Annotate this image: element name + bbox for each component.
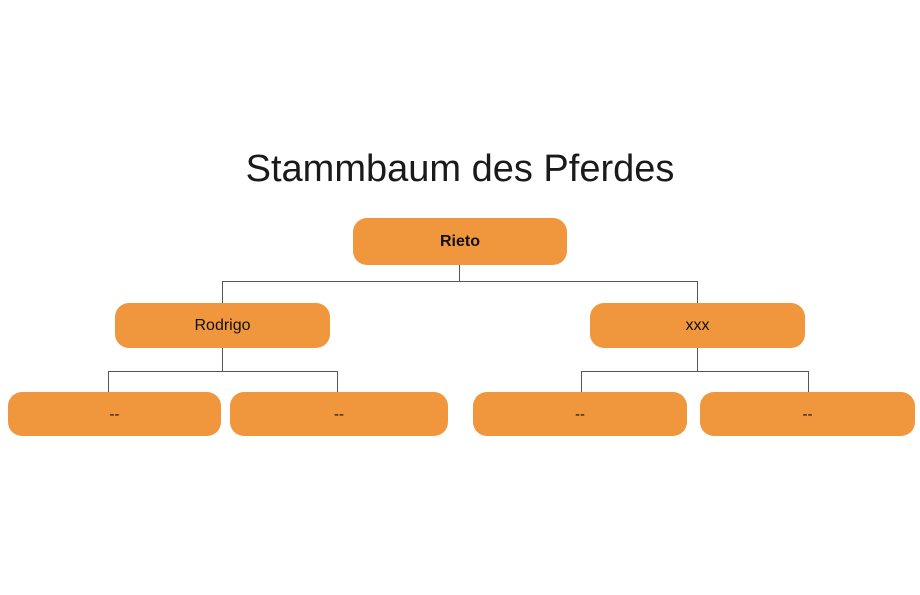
connector-root-stem [459, 265, 460, 281]
connector-left-branch-to-leaf-2 [337, 371, 338, 392]
connector-left-branch-stem [222, 348, 223, 371]
tree-node-level2-1-label: Rodrigo [194, 316, 251, 334]
connector-root-bar [222, 281, 698, 282]
tree-node-leaf-3[interactable]: -- [473, 392, 687, 436]
chart-title: Stammbaum des Pferdes [245, 148, 675, 190]
tree-node-leaf-3-label: -- [575, 405, 585, 423]
tree-node-level2-2-label: xxx [685, 316, 710, 334]
connector-root-to-child-2 [697, 281, 698, 303]
tree-node-leaf-1-label: -- [109, 405, 120, 423]
tree-node-leaf-4-label: -- [802, 405, 813, 423]
tree-node-leaf-1[interactable]: -- [8, 392, 221, 436]
connector-right-branch-to-leaf-3 [581, 371, 582, 392]
tree-node-level2-1[interactable]: Rodrigo [115, 303, 330, 348]
tree-node-leaf-2-label: -- [334, 405, 344, 423]
connector-right-branch-stem [697, 348, 698, 371]
tree-node-root[interactable]: Rieto [353, 218, 567, 265]
connector-left-branch-to-leaf-1 [108, 371, 109, 392]
connector-right-branch-bar [581, 371, 809, 372]
connector-right-branch-to-leaf-4 [808, 371, 809, 392]
tree-node-root-label: Rieto [440, 232, 480, 250]
tree-node-leaf-4[interactable]: -- [700, 392, 915, 436]
connector-root-to-child-1 [222, 281, 223, 303]
tree-node-leaf-2[interactable]: -- [230, 392, 448, 436]
connector-left-branch-bar [108, 371, 338, 372]
tree-node-level2-2[interactable]: xxx [590, 303, 805, 348]
